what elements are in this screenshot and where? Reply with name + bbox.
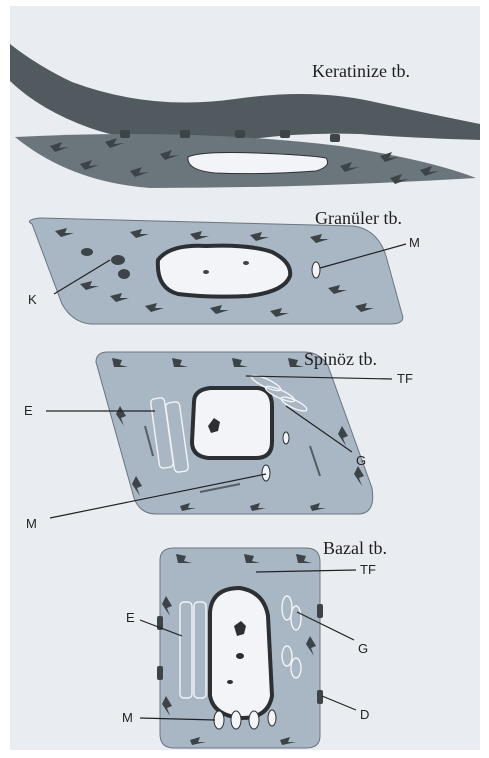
granular-layer <box>29 218 406 324</box>
basal-layer-title: Bazal tb. <box>323 538 387 559</box>
mitochondrion <box>268 710 276 726</box>
keratohyalin-granule <box>111 255 125 265</box>
label-g: G <box>356 453 366 468</box>
label-e: E <box>24 403 33 418</box>
keratohyalin-granule <box>203 270 209 274</box>
desmosome <box>317 690 323 704</box>
mitochondrion <box>231 711 241 729</box>
keratohyalin-granule <box>243 261 249 265</box>
label-m: M <box>26 516 37 531</box>
chromatin <box>236 653 244 659</box>
basal-nucleus <box>210 588 272 718</box>
spinous-layer <box>46 352 392 518</box>
mitochondrion <box>283 432 289 444</box>
granular-nucleus <box>158 246 290 297</box>
basal-layer <box>140 548 356 748</box>
mitochondrion <box>214 711 224 729</box>
spinous-layer-title: Spinöz tb. <box>304 349 377 370</box>
keratohyalin-granule <box>81 248 93 256</box>
mitochondrion <box>249 711 259 729</box>
desmosome <box>120 130 130 138</box>
chromatin <box>227 680 233 684</box>
label-k: K <box>28 292 37 307</box>
label-d: D <box>360 707 369 722</box>
desmosome <box>317 604 323 618</box>
label-g: G <box>358 641 368 656</box>
keratin-sheet <box>10 44 480 144</box>
label-tf: TF <box>360 562 376 577</box>
label-e: E <box>126 610 135 625</box>
flattened-nucleus <box>188 153 328 174</box>
desmosome <box>280 130 290 138</box>
mitochondrion <box>262 465 270 481</box>
mitochondrion <box>312 262 320 278</box>
label-m: M <box>122 710 133 725</box>
epidermis-diagram: Keratinize tb. Granüler tb. Spinöz tb. B… <box>10 6 480 750</box>
leader-line-d <box>322 696 356 710</box>
desmosome <box>180 130 190 138</box>
keratohyalin-granule <box>118 269 130 279</box>
label-m: M <box>409 235 420 250</box>
desmosome <box>157 666 163 680</box>
desmosome <box>235 130 245 138</box>
spinous-nucleus <box>192 388 272 458</box>
label-tf: TF <box>397 371 413 386</box>
desmosome <box>330 134 340 142</box>
keratinized-layer-title: Keratinize tb. <box>312 61 410 82</box>
granular-layer-title: Granüler tb. <box>315 208 402 229</box>
